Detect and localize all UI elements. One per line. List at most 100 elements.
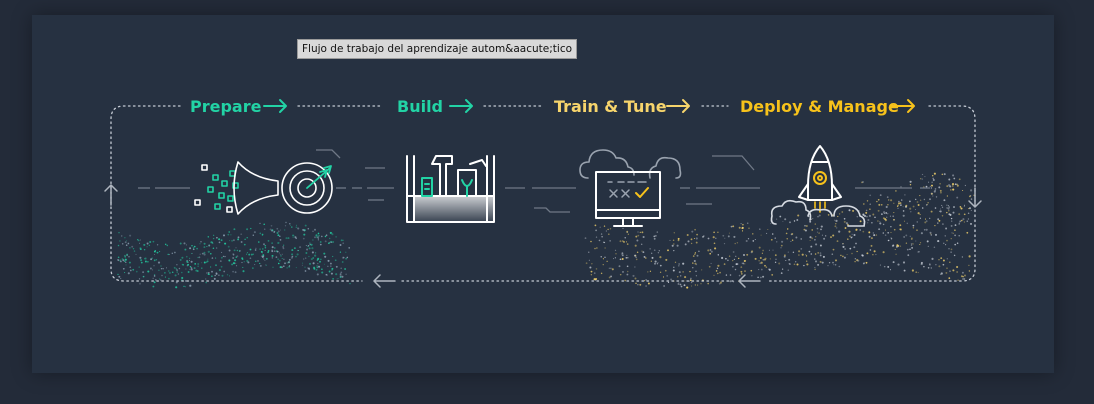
particle-dot — [732, 251, 735, 253]
particle-dot — [285, 221, 287, 224]
particle-dot — [205, 261, 208, 263]
particle-dot — [911, 238, 913, 240]
particle-dot — [954, 243, 957, 246]
particle-dot — [277, 230, 280, 233]
particle-dot — [168, 277, 170, 280]
particle-dot — [900, 245, 902, 247]
particle-dot — [827, 214, 830, 216]
particle-dot — [332, 278, 334, 280]
particle-dot — [271, 249, 274, 252]
particle-dot — [241, 261, 243, 264]
particle-dot — [924, 176, 926, 178]
particle-dot — [595, 277, 598, 281]
particle-dot — [866, 215, 868, 218]
particle-dot — [962, 218, 965, 221]
particle-dot — [190, 266, 193, 269]
particle-dot — [956, 265, 959, 269]
particle-dot — [969, 195, 971, 198]
particle-dot — [609, 228, 612, 230]
particle-dot — [223, 234, 225, 237]
particle-dot — [788, 258, 790, 260]
particle-dot — [869, 208, 871, 210]
particle-dot — [892, 244, 895, 247]
particle-dot — [234, 259, 237, 262]
particle-dot — [232, 239, 235, 242]
particle-dot — [281, 253, 283, 255]
particle-dot — [158, 269, 160, 271]
particle-dot — [805, 224, 808, 228]
particle-dot — [304, 270, 307, 272]
particle-dot — [323, 263, 325, 265]
particle-dot — [727, 235, 730, 238]
particle-dot — [647, 271, 649, 273]
particle-dot — [673, 249, 675, 252]
particle-dot — [642, 235, 645, 239]
particle-dot — [677, 237, 680, 240]
particle-dot — [252, 234, 255, 237]
particle-dot — [899, 224, 902, 227]
particle-dot — [259, 264, 262, 267]
particle-dot — [199, 253, 201, 255]
particle-dot — [153, 274, 156, 276]
particle-dot — [708, 265, 711, 268]
particle-dot — [695, 263, 698, 266]
particle-dot — [892, 261, 895, 264]
particle-dot — [636, 251, 639, 254]
particle-dot — [805, 254, 807, 256]
particle-dot — [124, 272, 126, 274]
arrow-up-icon — [104, 184, 118, 206]
particle-dot — [651, 252, 653, 254]
particle-dot — [967, 218, 969, 220]
particle-dot — [303, 229, 306, 232]
particle-dot — [316, 266, 319, 269]
particle-dot — [308, 268, 310, 270]
particle-dot — [816, 231, 818, 233]
particle-dot — [851, 252, 853, 255]
particle-dot — [153, 253, 155, 256]
particle-dot — [712, 236, 715, 239]
particle-dot — [679, 283, 682, 286]
particle-dot — [280, 255, 282, 257]
particle-dot — [741, 262, 743, 264]
particle-dot — [154, 279, 157, 281]
particle-dot — [271, 246, 274, 249]
particle-dot — [738, 257, 740, 260]
particle-dot — [624, 279, 627, 282]
particle-dot — [842, 245, 845, 248]
particle-dot — [156, 244, 159, 246]
particle-dot — [228, 249, 231, 252]
particle-dot — [689, 270, 691, 273]
particle-dot — [221, 274, 224, 277]
particle-dot — [917, 272, 919, 274]
particle-dot — [183, 242, 186, 245]
particle-dot — [793, 220, 796, 222]
particle-dot — [677, 264, 680, 267]
particle-dot — [279, 229, 281, 231]
particle-dot — [946, 207, 948, 209]
particle-dot — [156, 251, 159, 254]
particle-dot — [324, 235, 327, 238]
particle-dot — [177, 273, 180, 275]
particle-dot — [823, 237, 826, 240]
particle-dot — [951, 220, 953, 222]
particle-dot — [659, 264, 662, 267]
particle-dot — [205, 281, 208, 284]
particle-dot — [695, 241, 698, 244]
arrow-right-icon — [263, 99, 287, 113]
particle-dot — [602, 258, 604, 260]
particle-dot — [902, 206, 904, 208]
particle-dot — [912, 243, 914, 245]
particle-dot — [257, 259, 259, 262]
particle-dot — [817, 263, 820, 266]
particle-dot — [884, 229, 887, 231]
particle-dot — [970, 198, 973, 200]
particle-dot — [271, 242, 273, 244]
particle-dot — [232, 270, 234, 273]
particle-dot — [948, 277, 951, 279]
particle-dot — [810, 253, 813, 255]
particle-dot — [326, 274, 328, 276]
particle-dot — [919, 217, 922, 219]
particle-dot — [886, 196, 889, 198]
particle-dot — [625, 241, 628, 243]
particle-dot — [934, 224, 936, 227]
